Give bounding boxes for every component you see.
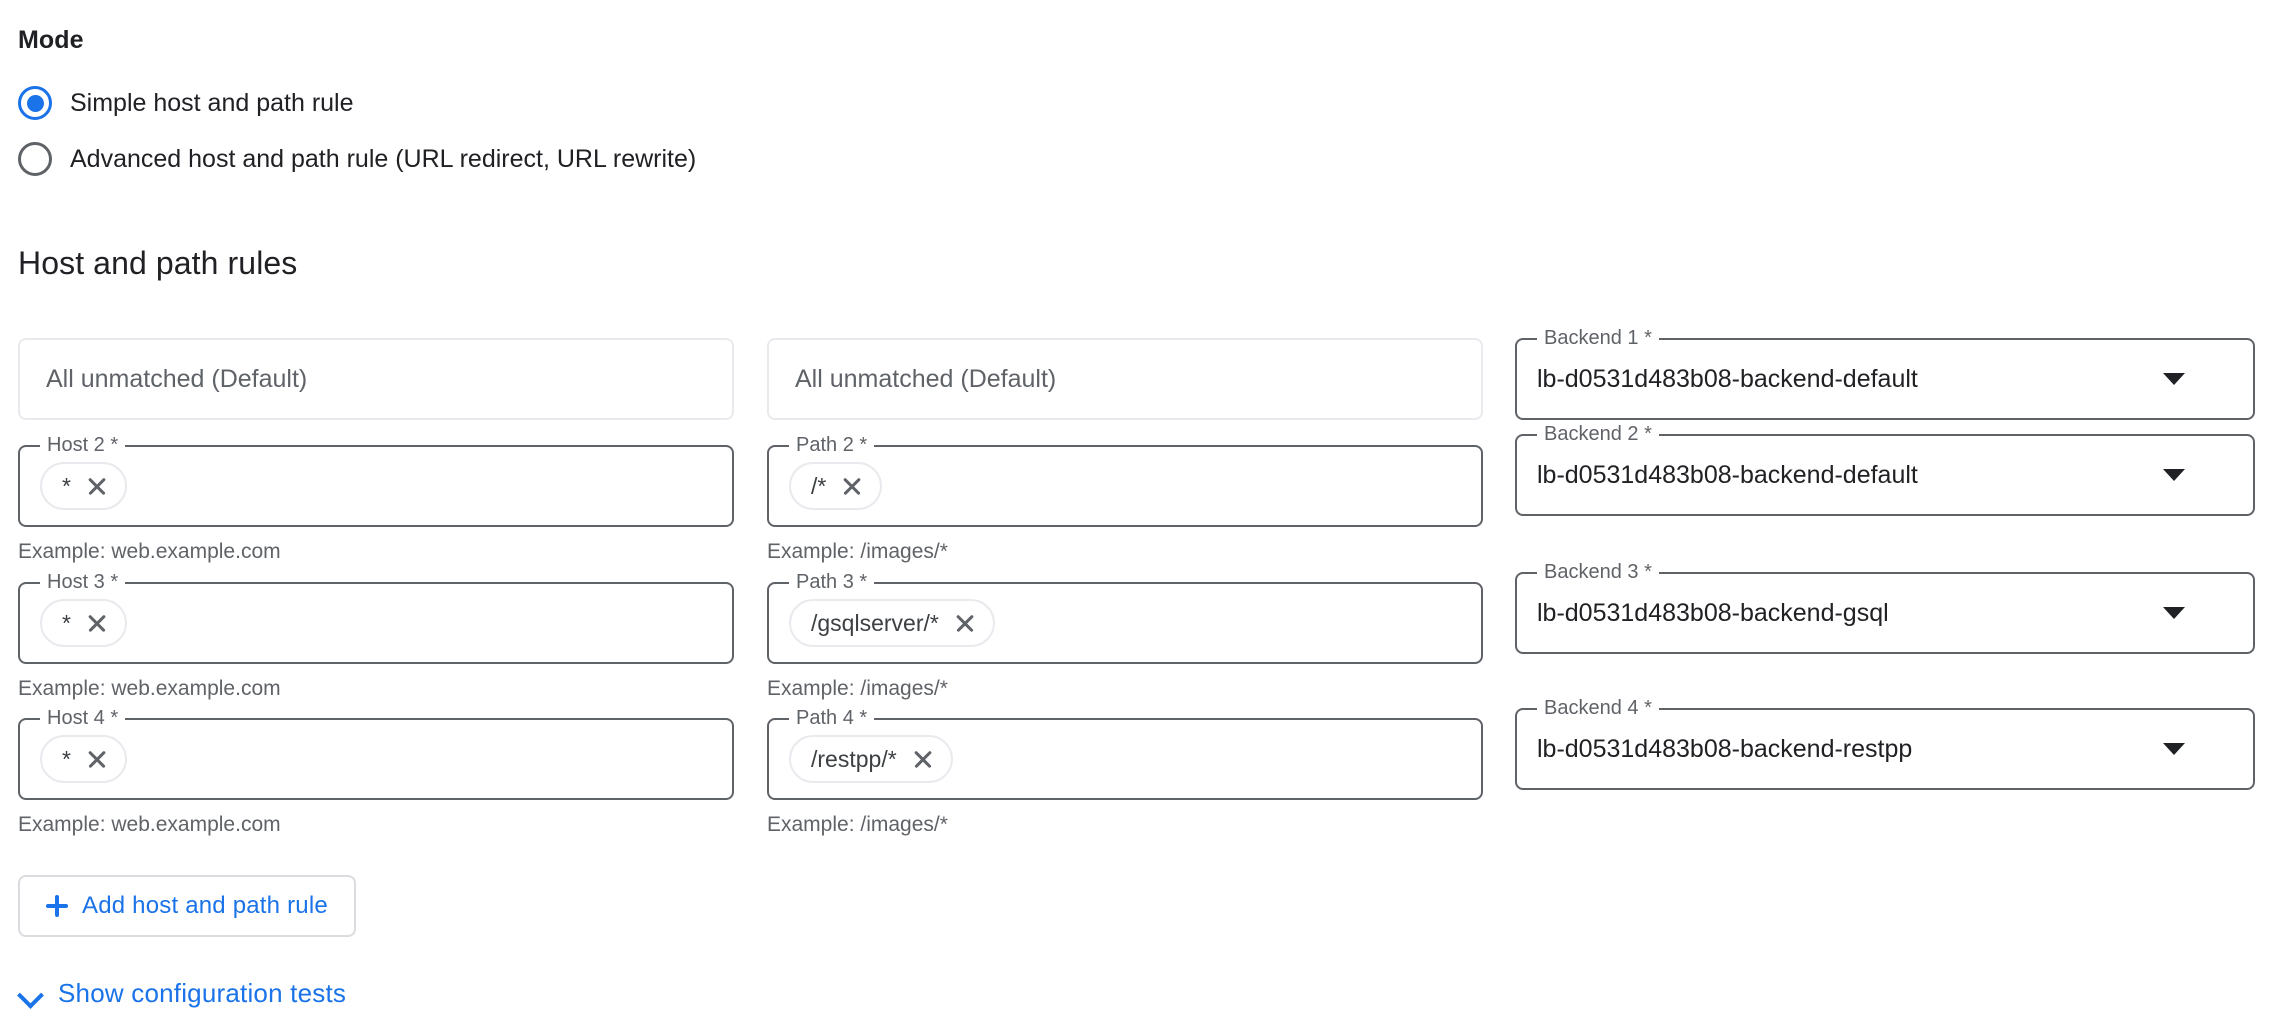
host-3-field[interactable]: Host 3 * *	[18, 571, 734, 664]
path-2-chip[interactable]: /*	[789, 462, 883, 510]
add-host-and-path-rule-button[interactable]: Add host and path rule	[18, 875, 356, 937]
plus-icon	[46, 895, 68, 917]
host-4-label: Host 4 *	[40, 707, 126, 729]
close-icon[interactable]	[953, 611, 977, 635]
path-default-text: All unmatched (Default)	[795, 364, 1057, 393]
backend-4-select[interactable]: Backend 4 * lb-d0531d483b08-backend-rest…	[1515, 697, 2255, 790]
host-2-field[interactable]: Host 2 * *	[18, 434, 734, 527]
path-4-label: Path 4 *	[789, 707, 875, 729]
mode-heading: Mode	[18, 26, 84, 54]
path-3-hint: Example: /images/*	[767, 677, 948, 700]
path-3-chip-text: /gsqlserver/*	[811, 609, 939, 636]
backend-3-select[interactable]: Backend 3 * lb-d0531d483b08-backend-gsql	[1515, 561, 2255, 654]
path-4-chip[interactable]: /restpp/*	[789, 735, 953, 783]
host-4-field[interactable]: Host 4 * *	[18, 707, 734, 800]
radio-advanced-host-and-path-rule[interactable]: Advanced host and path rule (URL redirec…	[18, 142, 696, 176]
path-3-label: Path 3 *	[789, 571, 875, 593]
radio-simple-host-and-path-rule[interactable]: Simple host and path rule	[18, 86, 354, 120]
close-icon[interactable]	[840, 474, 864, 498]
close-icon[interactable]	[85, 611, 109, 635]
add-host-and-path-rule-label: Add host and path rule	[82, 892, 328, 919]
close-icon[interactable]	[85, 747, 109, 771]
host-default-text: All unmatched (Default)	[46, 364, 308, 393]
path-2-hint: Example: /images/*	[767, 540, 948, 563]
backend-1-label: Backend 1 *	[1537, 327, 1659, 349]
host-4-chip-text: *	[62, 745, 71, 772]
radio-selected-icon	[18, 86, 52, 120]
backend-2-label: Backend 2 *	[1537, 423, 1659, 445]
host-default-field: All unmatched (Default)	[18, 338, 734, 420]
path-2-field[interactable]: Path 2 * /*	[767, 434, 1483, 527]
chevron-down-icon[interactable]	[2163, 373, 2185, 385]
backend-3-label: Backend 3 *	[1537, 561, 1659, 583]
backend-4-value: lb-d0531d483b08-backend-restpp	[1537, 734, 1913, 763]
path-3-field[interactable]: Path 3 * /gsqlserver/*	[767, 571, 1483, 664]
backend-2-select[interactable]: Backend 2 * lb-d0531d483b08-backend-defa…	[1515, 423, 2255, 516]
path-2-chip-text: /*	[811, 472, 827, 499]
chevron-down-icon[interactable]	[2163, 607, 2185, 619]
backend-1-value: lb-d0531d483b08-backend-default	[1537, 364, 1918, 393]
path-4-hint: Example: /images/*	[767, 813, 948, 836]
host-2-chip[interactable]: *	[40, 462, 127, 510]
radio-label-simple: Simple host and path rule	[70, 88, 354, 117]
path-2-label: Path 2 *	[789, 434, 875, 456]
page-title: Host and path rules	[18, 245, 298, 281]
host-2-label: Host 2 *	[40, 434, 126, 456]
host-2-hint: Example: web.example.com	[18, 540, 281, 563]
path-4-chip-text: /restpp/*	[811, 745, 897, 772]
chevron-down-icon[interactable]	[2163, 469, 2185, 481]
chevron-down-icon	[18, 982, 42, 1006]
path-default-field: All unmatched (Default)	[767, 338, 1483, 420]
host-3-label: Host 3 *	[40, 571, 126, 593]
host-4-chip[interactable]: *	[40, 735, 127, 783]
path-4-field[interactable]: Path 4 * /restpp/*	[767, 707, 1483, 800]
backend-4-label: Backend 4 *	[1537, 697, 1659, 719]
backend-3-value: lb-d0531d483b08-backend-gsql	[1537, 598, 1889, 627]
close-icon[interactable]	[911, 747, 935, 771]
show-configuration-tests-label: Show configuration tests	[58, 978, 347, 1008]
close-icon[interactable]	[85, 474, 109, 498]
host-3-hint: Example: web.example.com	[18, 677, 281, 700]
host-3-chip[interactable]: *	[40, 599, 127, 647]
backend-1-select[interactable]: Backend 1 * lb-d0531d483b08-backend-defa…	[1515, 327, 2255, 420]
radio-dot-icon	[26, 94, 44, 112]
host-3-chip-text: *	[62, 609, 71, 636]
chevron-down-icon[interactable]	[2163, 743, 2185, 755]
host-4-hint: Example: web.example.com	[18, 813, 281, 836]
backend-2-value: lb-d0531d483b08-backend-default	[1537, 460, 1918, 489]
show-configuration-tests-link[interactable]: Show configuration tests	[18, 978, 346, 1009]
host-2-chip-text: *	[62, 472, 71, 499]
radio-unselected-icon	[18, 142, 52, 176]
radio-label-advanced: Advanced host and path rule (URL redirec…	[70, 144, 697, 173]
path-3-chip[interactable]: /gsqlserver/*	[789, 599, 995, 647]
